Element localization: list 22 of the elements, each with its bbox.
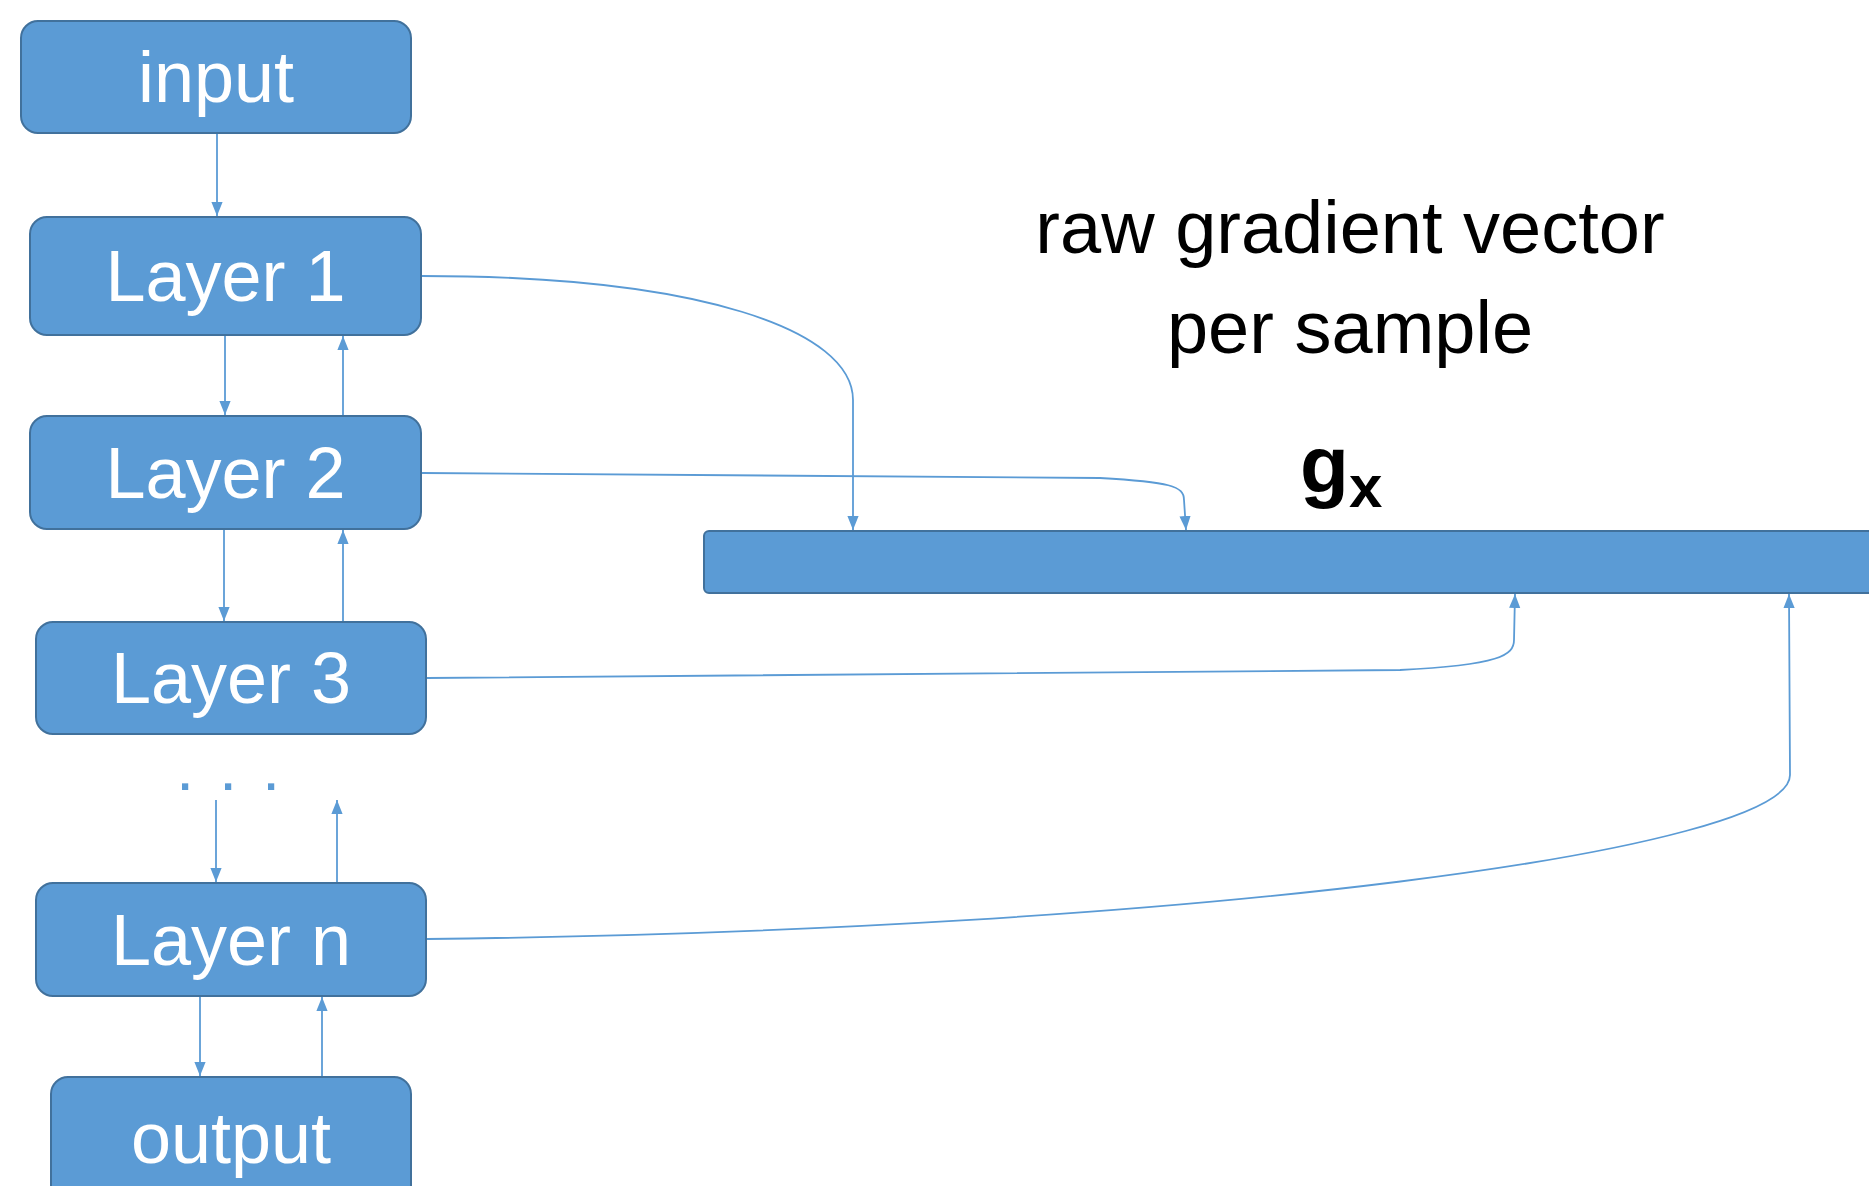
arrow [218,529,230,622]
arrow [421,275,859,531]
layer-box: Layer 2 [29,415,422,530]
arrow [426,593,1521,679]
arrow [421,472,1191,531]
arrow [316,996,328,1077]
layer-box: Layer n [35,882,427,997]
arrow [194,996,206,1077]
arrow [210,799,222,883]
arrow [426,593,1795,940]
ellipsis-text: ... [175,745,350,800]
arrow [211,133,223,217]
diagram-title: raw gradient vector per sample [1034,185,1666,371]
gradient-bar [703,530,1869,594]
layer-box: input [20,20,412,134]
arrow [337,529,349,622]
arrow [337,335,349,416]
layer-box: Layer 1 [29,216,422,336]
arrow [219,335,231,416]
arrow [331,799,343,883]
layer-box: output [50,1076,412,1186]
layer-box: Layer 3 [35,621,427,735]
